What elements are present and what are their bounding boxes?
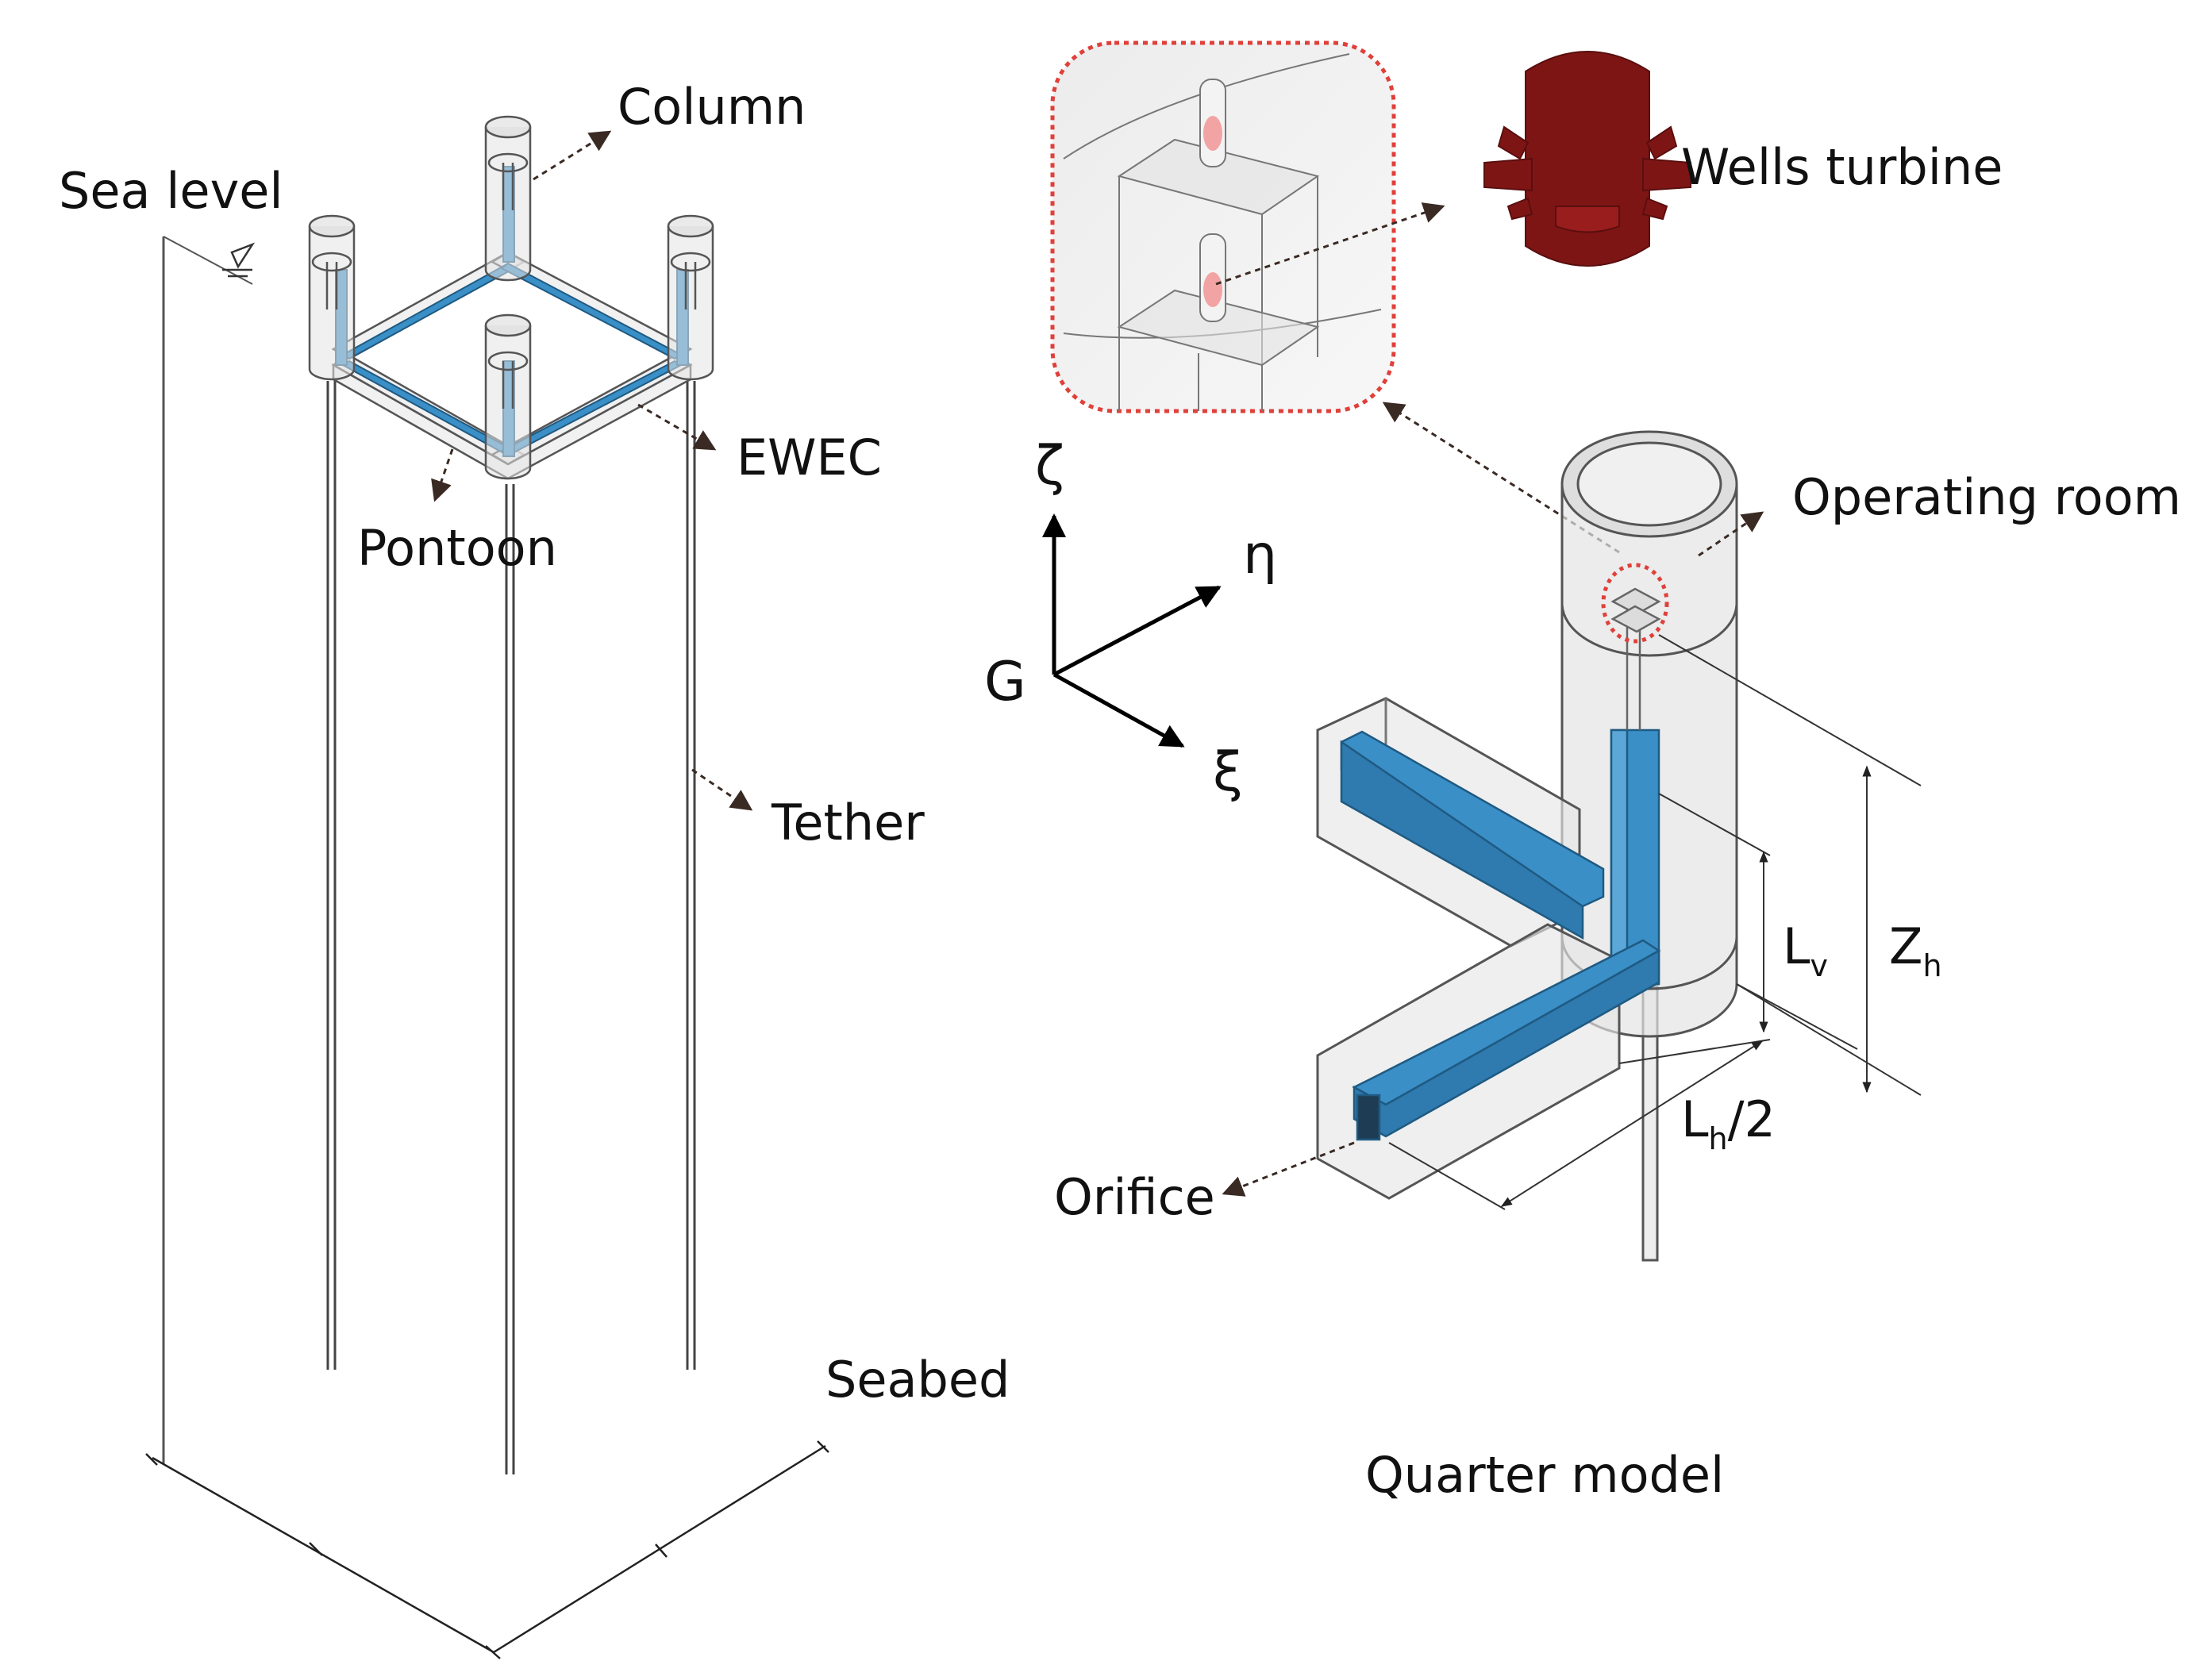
wells-turbine-illustration [1483, 51, 1691, 267]
operating-room-callout-arrow [1698, 511, 1764, 557]
dim-zh-label: Zh [1889, 917, 1942, 983]
orifice-label: Orifice [1054, 1168, 1215, 1226]
turbine-blade [1641, 197, 1668, 221]
turbine-blade [1642, 157, 1691, 192]
columns [308, 115, 714, 480]
seabed-frame [145, 1440, 829, 1659]
column-label: Column [618, 78, 806, 136]
operating-room-highlight [1601, 563, 1669, 644]
orifice-opening [1356, 1094, 1381, 1141]
tether-callout-arrow [691, 768, 753, 811]
zoom-turbine-highlight-top [1203, 116, 1222, 151]
zoom-turbine-highlight-bottom [1203, 272, 1222, 307]
dimension-lines [1388, 634, 1922, 1210]
column-front [484, 313, 532, 480]
tethers [326, 381, 696, 1474]
operating-room-label: Operating room [1792, 468, 2181, 526]
quarter-model: Lv Zh Lh/2 [1222, 430, 1942, 1262]
turbine-blade [1483, 157, 1533, 192]
ewec-back-arm-side [1340, 740, 1584, 940]
turbine-zoom-inset [1050, 40, 1396, 413]
column-right [667, 214, 714, 381]
turbine-blade [1506, 197, 1533, 221]
quarter-model-label: Quarter model [1365, 1446, 1724, 1504]
sea-level-label: Sea level [59, 162, 283, 220]
column-back [484, 115, 532, 282]
left-callout-arrows [431, 130, 753, 811]
coordinate-axes [1042, 513, 1222, 748]
ewec-vertical-riser-side [1610, 729, 1629, 986]
pontoon-callout-arrow [431, 448, 454, 502]
zeta-axis-label: ζ [1035, 435, 1064, 498]
xi-axis [1052, 672, 1185, 748]
turbine-blade [1497, 125, 1530, 160]
eta-axis-label: η [1243, 524, 1277, 586]
full-platform-view: Sea level Column EWEC Pontoon Tether Sea… [59, 78, 1010, 1659]
wells-turbine-label: Wells turbine [1681, 138, 2003, 196]
ewec-label: EWEC [737, 429, 882, 486]
tether-label: Tether [771, 794, 925, 852]
origin-g-label: G [984, 651, 1026, 713]
turbine-body [1525, 51, 1650, 267]
orifice-callout-arrow [1222, 1141, 1355, 1197]
dim-lh-line [1500, 1040, 1764, 1207]
turbine-blade [1645, 125, 1678, 160]
column-callout-arrow [533, 130, 612, 181]
pontoon-label: Pontoon [357, 519, 557, 577]
dim-lh-label: Lh/2 [1681, 1090, 1776, 1156]
dim-lv-label: Lv [1783, 917, 1828, 983]
column-left [308, 214, 356, 381]
wells-turbine-callout-arrow [1215, 202, 1445, 286]
xi-axis-label: ξ [1213, 741, 1243, 804]
column-inner-ducts [1610, 587, 1661, 730]
eta-axis [1052, 585, 1222, 677]
ewec-callout-arrow [637, 403, 717, 451]
sea-level-symbol [222, 242, 256, 278]
turbine-hub [1555, 206, 1620, 233]
seabed-label: Seabed [825, 1351, 1010, 1409]
